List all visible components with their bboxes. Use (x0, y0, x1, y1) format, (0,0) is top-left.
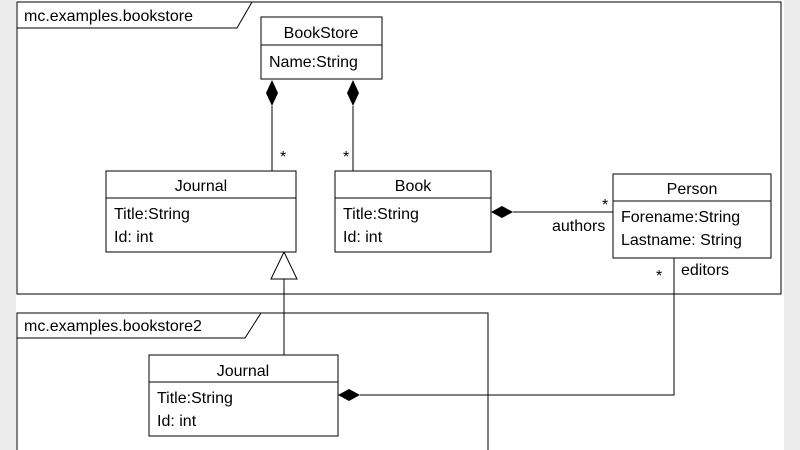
package-bookstore-tab (17, 1, 253, 29)
class-person-attribute: Lastname: String (621, 232, 742, 249)
class-book-attribute: Title:String (343, 206, 419, 223)
class-journal-attribute: Id: int (114, 229, 154, 246)
class-book-box (334, 170, 492, 253)
multiplicity-bookstore-book: * (343, 149, 349, 166)
class-person-box (612, 173, 772, 259)
multiplicity-authors: * (602, 197, 608, 214)
class-journal-attribute: Title:String (114, 206, 190, 223)
composition-diamond-bookstore-journal (266, 80, 278, 106)
class-journal-box (105, 170, 297, 253)
composition-diamond-journal2-person (338, 389, 360, 401)
class-bookstore-attribute: Name:String (269, 54, 358, 71)
class-journal-name: Journal (175, 178, 227, 195)
role-authors: authors (552, 218, 605, 235)
class-journal2-attribute: Title:String (157, 390, 233, 407)
package-bookstore2-name: mc.examples.bookstore2 (24, 318, 202, 335)
class-bookstore-name: BookStore (284, 25, 359, 42)
class-book-attribute: Id: int (343, 229, 383, 246)
association-line-editors (360, 258, 675, 396)
class-journal2-attribute: Id: int (157, 413, 197, 430)
composition-diamond-bookstore-book (347, 80, 359, 106)
role-editors: editors (681, 262, 729, 279)
multiplicity-editors: * (656, 268, 662, 285)
class-journal2-name: Journal (217, 363, 269, 380)
class-book: Book Title:String Id: int (334, 170, 492, 253)
class-journal2: Journal Title:String Id: int (148, 354, 339, 437)
class-journal2-box (148, 354, 339, 437)
class-person: Person Forename:String Lastname: String (612, 173, 772, 259)
class-bookstore: BookStore Name:String (260, 16, 383, 80)
class-book-name: Book (395, 178, 432, 195)
package-bookstore-name: mc.examples.bookstore (24, 8, 193, 25)
class-person-attribute: Forename:String (621, 209, 740, 226)
package-bookstore2-tab (17, 312, 262, 339)
class-bookstore-box (260, 16, 383, 80)
composition-diamond-book-person (491, 206, 513, 218)
connectors: * * * authors * editors (266, 80, 729, 401)
class-journal: Journal Title:String Id: int (105, 170, 297, 253)
class-person-name: Person (667, 181, 718, 198)
multiplicity-bookstore-journal: * (280, 149, 286, 166)
